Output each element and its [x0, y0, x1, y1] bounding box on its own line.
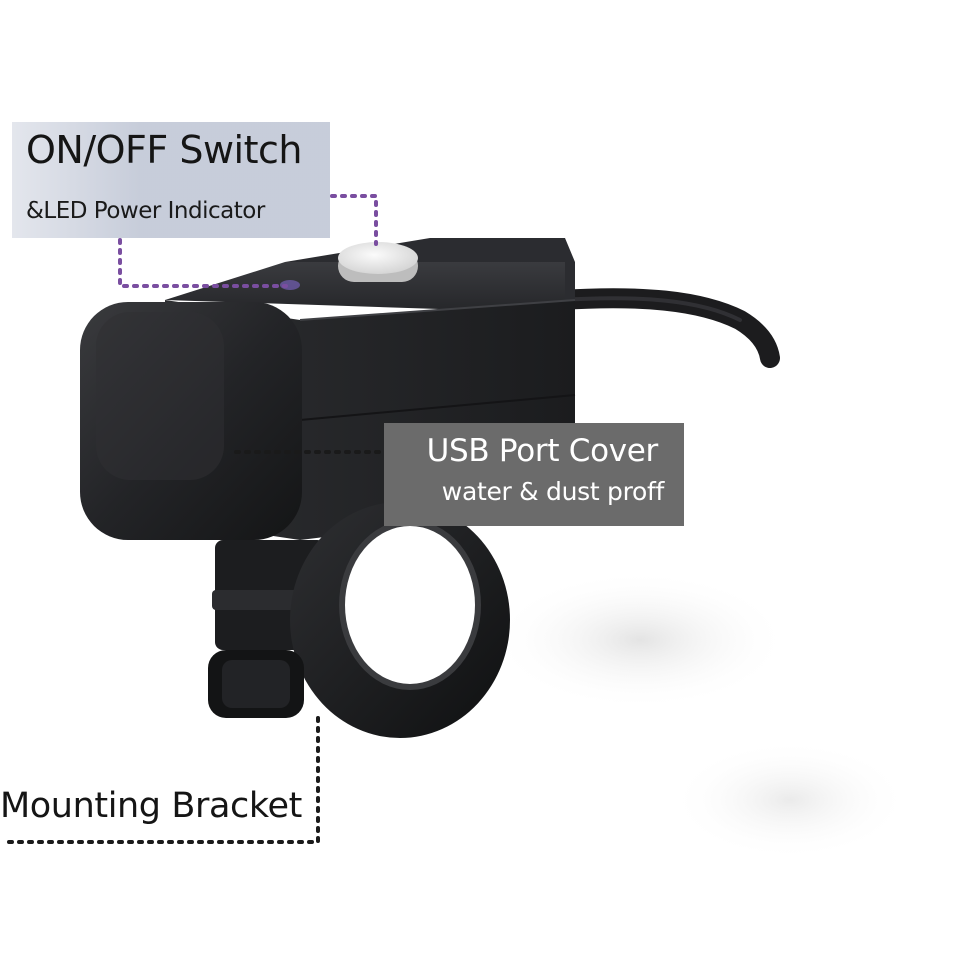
usb-port-cover-inner	[96, 312, 224, 480]
cover-callout: USB Port Cover water & dust proff	[384, 423, 684, 526]
floor-shadow	[490, 570, 790, 710]
bracket-leader-line	[2, 716, 320, 844]
device-housing-edge	[299, 299, 576, 321]
cover-callout-subtitle: water & dust proff	[441, 477, 665, 506]
power-cable	[550, 288, 780, 368]
device-housing-top	[165, 262, 565, 310]
device-housing-seam	[299, 394, 576, 421]
bracket-callout-title: Mounting Bracket	[0, 786, 302, 826]
power-cable	[558, 296, 742, 322]
switch-callout: ON/OFF Switch &LED Power Indicator	[12, 122, 330, 238]
bracket-knob-grip	[222, 660, 290, 708]
floor-shadow	[670, 740, 910, 860]
switch-callout-subtitle: &LED Power Indicator	[26, 198, 265, 224]
switch-callout-title: ON/OFF Switch	[26, 128, 302, 172]
mounting-bracket-hole	[342, 523, 478, 687]
cover-callout-title: USB Port Cover	[426, 433, 659, 469]
power-switch-button[interactable]	[338, 242, 418, 274]
switch-leader-line	[330, 194, 378, 246]
